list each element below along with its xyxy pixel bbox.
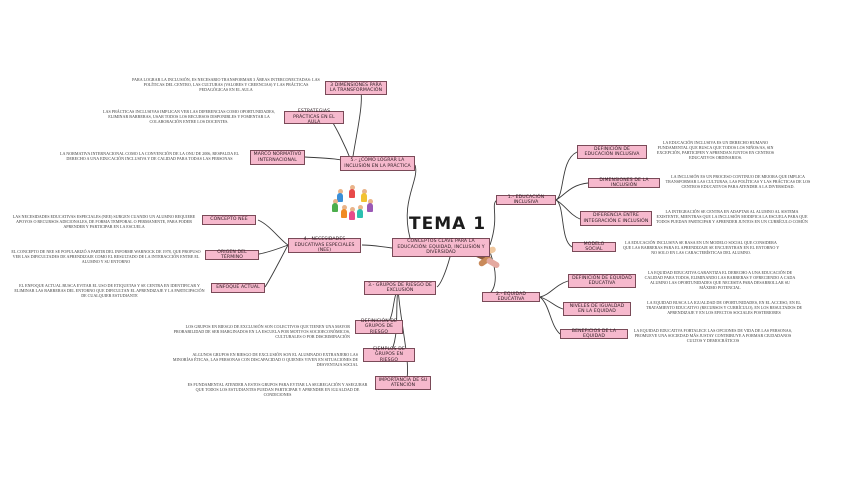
- sub-definicion-educacion-inclusiva[interactable]: DEFINICIÓN DE EDUCACIÓN INCLUSIVA: [577, 145, 647, 159]
- note-dimensiones-inclusion: LA INCLUSIÓN ES UN PROCESO CONTINUO DE M…: [665, 174, 811, 189]
- note-origen-termino: EL CONCEPTO DE NEE SE POPULARIZÓ A PARTI…: [11, 249, 201, 264]
- note-niveles-igualdad: LA EQUIDAD BUSCA LA IGUALDAD DE OPORTUNI…: [645, 300, 803, 315]
- sub-definicion-grupos[interactable]: DEFINICIÓN DE GRUPOS DE RIESGO: [355, 319, 403, 335]
- sub-origen-termino[interactable]: ORIGEN DEL TÉRMINO: [205, 250, 259, 260]
- note-estrategias-aula: LAS PRÁCTICAS INCLUSIVAS IMPLICAN VER LA…: [103, 109, 275, 124]
- sub-ejemplos-grupos[interactable]: EJEMPLOS DE GRUPOS EN RIESGO: [363, 347, 415, 363]
- center-node[interactable]: CONCEPTOS CLAVE PARA LA EDUCACIÓN: EQUID…: [392, 238, 490, 257]
- branch-equidad-educativa[interactable]: 2.- EQUIDAD EDUCATIVA: [482, 292, 540, 302]
- sub-tres-dimensiones[interactable]: 3 DIMENSIONES PARA LA TRANSFORMACIÓN: [325, 81, 387, 95]
- note-ejemplos-grupos: ALGUNOS GRUPOS EN RIESGO DE EXCLUSIÓN SO…: [172, 352, 358, 367]
- branch-lograr-inclusion[interactable]: 5.- ¿COMO LOGRAR LA INCLUSIÓN EN LA PRÁC…: [340, 156, 415, 171]
- sub-concepto-nee[interactable]: CONCEPTO NEE: [202, 215, 256, 225]
- note-tres-dimensiones: PARA LOGRAR LA INCLUSIÓN, ES NECESARIO T…: [132, 77, 320, 92]
- sub-marco-normativo[interactable]: MARCO NORMATIVO INTERNACIONAL: [250, 150, 305, 165]
- branch-nee[interactable]: 4.- NECESIDADES EDUCATIVAS ESPECIALES (N…: [288, 237, 361, 253]
- note-diferencia-integracion: LA INTEGRACIÓN SE CENTRA EN ADAPTAR AL A…: [656, 209, 808, 224]
- note-definicion-educacion-inclusiva: LA EDUCACIÓN INCLUSIVA ES UN DERECHO HUM…: [656, 140, 775, 160]
- sub-modelo-social[interactable]: MODELO SOCIAL: [572, 242, 616, 252]
- note-beneficios-equidad: LA EQUIDAD EDUCATIVA FORTALECE LAS OPCIO…: [633, 328, 793, 343]
- branch-grupos-riesgo[interactable]: 3.- GRUPOS DE RIESGO DE EXCLUSIÓN: [364, 281, 436, 295]
- sub-definicion-equidad[interactable]: DEFINICIÓN DE EQUIDAD EDUCATIVA: [568, 274, 636, 288]
- branch-educacion-inclusiva[interactable]: 1.- EDUCACIÓN INCLUSIVA: [496, 195, 556, 205]
- note-enfoque-actual: EL ENFOQUE ACTUAL BUSCA EVITAR EL USO DE…: [14, 283, 205, 298]
- sub-diferencia-integracion[interactable]: DIFERENCIA ENTRE INTEGRACIÓN E INCLUSIÓN: [580, 211, 652, 226]
- note-definicion-grupos: LOS GRUPOS EN RIESGO DE EXCLUSIÓN SON CO…: [173, 324, 350, 339]
- sub-dimensiones-inclusion[interactable]: DIMENSIONES DE LA INCLUSIÓN: [588, 178, 660, 188]
- sub-beneficios-equidad[interactable]: BENEFICIOS DE LA EQUIDAD: [560, 329, 628, 339]
- sub-niveles-igualdad[interactable]: NIVELES DE IGUALDAD EN LA EQUIDAD: [563, 302, 631, 316]
- sub-estrategias-aula[interactable]: ESTRATEGIAS PRÁCTICAS EN EL AULA: [284, 109, 344, 125]
- note-importancia-atencion: ES FUNDAMENTAL ATENDER A ESTOS GRUPOS PA…: [187, 382, 368, 397]
- page-title: TEMA 1: [409, 214, 487, 234]
- children-circle-illustration: [332, 185, 374, 220]
- note-concepto-nee: LAS NECESIDADES EDUCATIVAS ESPECIALES (N…: [12, 214, 196, 229]
- note-marco-normativo: LA NORMATIVA INTERNACIONAL COMO LA CONVE…: [60, 151, 239, 161]
- note-definicion-equidad: LA EQUIDAD EDUCATIVA GARANTIZA EL DERECH…: [644, 270, 796, 290]
- sub-enfoque-actual[interactable]: ENFOQUE ACTUAL: [211, 283, 265, 293]
- sub-importancia-atencion[interactable]: IMPORTANCIA DE SU ATENCIÓN: [375, 376, 431, 390]
- note-modelo-social: LA EDUCACIÓN INCLUSIVA SE BASA EN UN MOD…: [622, 240, 780, 255]
